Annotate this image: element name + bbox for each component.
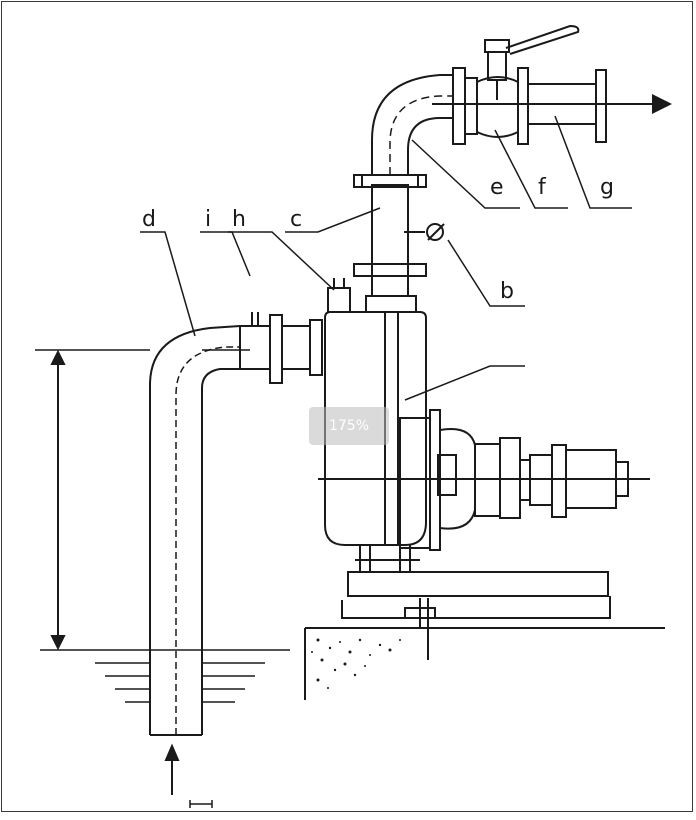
leader-lines	[140, 115, 632, 401]
height-dimension	[35, 349, 250, 651]
discharge-elbow	[371, 74, 453, 175]
foundation-hatching	[311, 638, 401, 689]
label-g: g	[600, 175, 614, 200]
suction-flanges	[239, 312, 323, 384]
outlet-pipe	[432, 69, 672, 143]
zoom-indicator: 175%	[309, 407, 389, 445]
label-c: c	[290, 207, 302, 232]
label-b: b	[500, 279, 514, 304]
inlet-arrow	[164, 743, 213, 808]
pump-motor-assembly	[318, 409, 650, 551]
label-f: f	[538, 175, 547, 200]
pump-base	[304, 545, 665, 700]
discharge-valve	[452, 24, 580, 145]
gauge	[404, 223, 445, 241]
label-i: i	[205, 207, 211, 232]
suction-pipe	[149, 325, 241, 736]
label-d: d	[142, 207, 156, 232]
label-e: e	[490, 175, 504, 200]
water-surface	[40, 649, 290, 703]
discharge-riser	[353, 174, 427, 313]
label-h: h	[232, 207, 246, 232]
